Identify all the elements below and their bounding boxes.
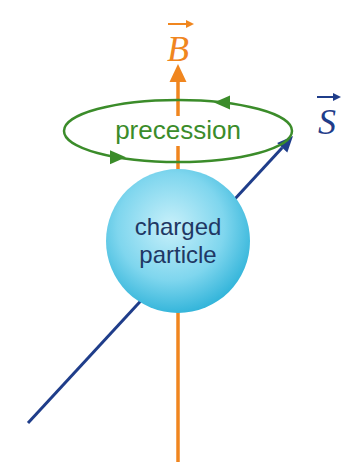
precession-ellipse: precession	[62, 98, 294, 164]
motion-label: precession	[112, 116, 244, 146]
precession-orbit	[64, 100, 292, 162]
orbit-arrowhead	[110, 150, 126, 164]
vector-overarrow-head	[333, 93, 341, 101]
vector-overarrow-head	[186, 20, 194, 28]
particle-circle: charged particle	[106, 169, 250, 313]
particle-ball	[106, 169, 250, 313]
vector-overarrow	[168, 23, 188, 25]
spin-label: S	[318, 104, 336, 140]
spin-line	[28, 148, 282, 423]
field-label: B	[167, 31, 189, 67]
vector-overarrow	[317, 96, 335, 98]
particle-label: charged particle	[106, 213, 250, 268]
orbit-arrowhead	[214, 95, 230, 109]
